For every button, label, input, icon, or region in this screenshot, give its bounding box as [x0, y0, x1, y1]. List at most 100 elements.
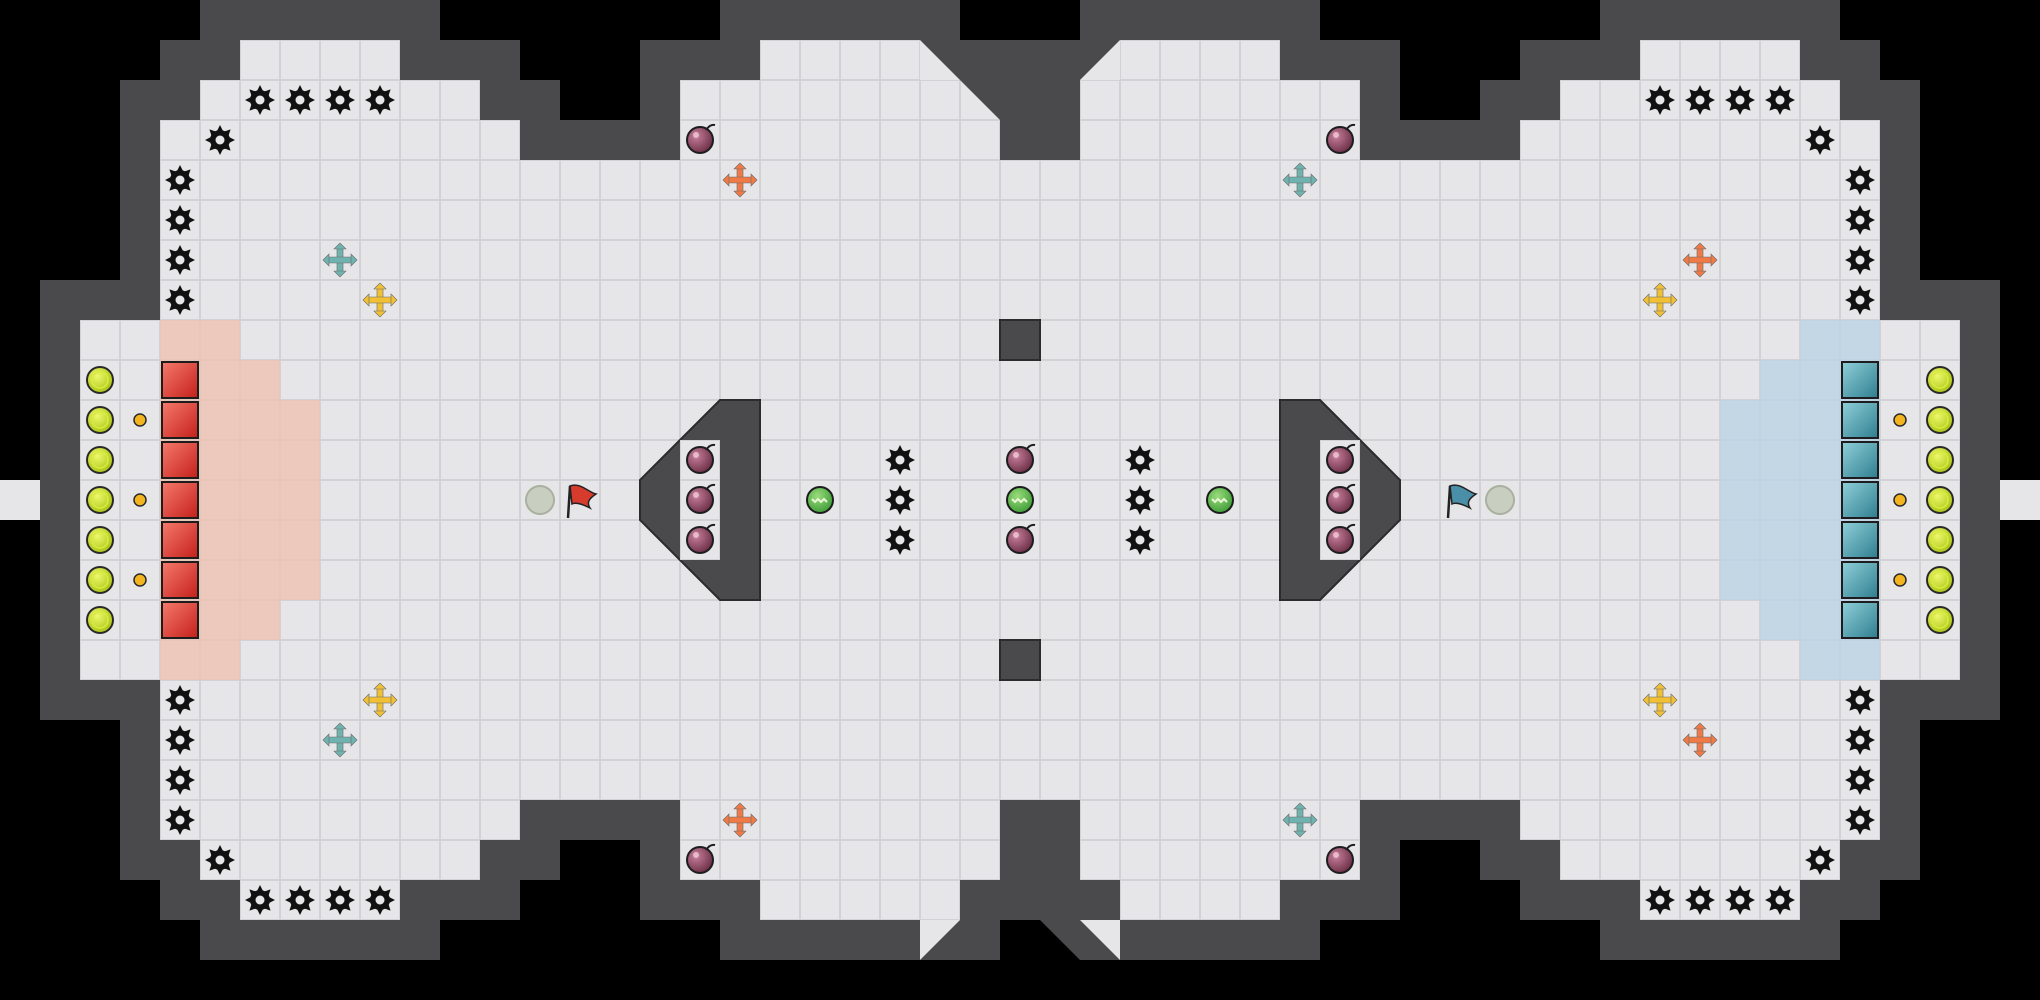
wall-tile: [120, 160, 160, 200]
floor-tile: [680, 840, 1000, 880]
wall-tile: [1800, 880, 1840, 920]
red-gate: [161, 361, 199, 399]
wall-tile: [120, 840, 160, 880]
wall-tile: [1080, 0, 1120, 40]
red-gate: [161, 401, 199, 439]
spike-icon: [1645, 885, 1675, 915]
spike-icon: [1845, 725, 1875, 755]
floor-tile: [160, 760, 1880, 800]
boost-icon: [1926, 366, 1954, 394]
wall-tile: [1960, 680, 2000, 720]
floor-tile: [80, 360, 1960, 400]
boost-icon: [86, 366, 114, 394]
spike-icon: [245, 885, 275, 915]
wall-tile: [120, 800, 160, 840]
spike-icon: [1845, 165, 1875, 195]
spike-icon: [165, 245, 195, 275]
left-entrance: [0, 480, 40, 520]
floor-tile: [760, 880, 960, 920]
portal-icon: [525, 485, 555, 515]
floor-tile: [1120, 40, 1280, 80]
wall-tile: [1800, 0, 1840, 40]
wall-tile: [1640, 920, 1680, 960]
wall-tile: [1360, 120, 1400, 160]
wall-tile: [400, 0, 440, 40]
wall-tile: [1040, 800, 1080, 840]
wall-tile: [40, 400, 80, 440]
wall-tile: [1720, 920, 1760, 960]
wall-tile: [1960, 400, 2000, 440]
wall-tile: [120, 80, 160, 120]
wall-tile: [40, 560, 80, 600]
wall-tile: [1320, 40, 1360, 80]
wall-tile: [1880, 160, 1920, 200]
floor-tile: [1080, 840, 1360, 880]
pillar-wall: [999, 639, 1041, 681]
wall-tile: [1360, 40, 1400, 80]
right-entrance: [2000, 480, 2040, 520]
wall-tile: [1960, 480, 2000, 520]
wall-tile: [840, 920, 880, 960]
small-dot-icon: [133, 573, 147, 587]
wall-tile: [520, 80, 560, 120]
wall-tile: [1800, 40, 1840, 80]
wall-tile: [800, 0, 840, 40]
wall-tile: [1520, 880, 1560, 920]
small-dot-icon: [1893, 573, 1907, 587]
wall-tile: [1600, 0, 1640, 40]
wall-tile: [1480, 800, 1520, 840]
boost-icon: [86, 566, 114, 594]
red-zone: [160, 320, 240, 360]
wall-tile: [1960, 360, 2000, 400]
wall-tile: [560, 120, 600, 160]
floor-tile: [160, 680, 1880, 720]
wall-tile: [720, 0, 760, 40]
wall-tile: [120, 120, 160, 160]
wall-tile: [1880, 680, 1920, 720]
blue-zone: [1800, 640, 1880, 680]
wall-tile: [640, 840, 680, 880]
spike-icon: [165, 165, 195, 195]
wall-tile: [480, 40, 520, 80]
wall-tile: [720, 920, 760, 960]
wall-tile: [1400, 120, 1440, 160]
wall-tile: [160, 880, 200, 920]
boost-icon: [86, 446, 114, 474]
wall-tile: [1120, 920, 1160, 960]
wall-tile: [1880, 200, 1920, 240]
wall-tile: [1480, 80, 1520, 120]
wall-tile: [1040, 120, 1080, 160]
floor-tile: [160, 800, 520, 840]
wall-tile: [1800, 920, 1840, 960]
floor-tile: [1080, 120, 1360, 160]
floor-tile: [200, 840, 480, 880]
boost-icon: [86, 486, 114, 514]
powerup-icon: [1006, 486, 1034, 514]
spike-icon: [1725, 885, 1755, 915]
wall-tile: [720, 40, 760, 80]
wall-tile: [1360, 840, 1400, 880]
wall-tile: [1160, 920, 1200, 960]
wall-tile: [400, 40, 440, 80]
spike-icon: [885, 485, 915, 515]
wall-tile: [120, 280, 160, 320]
floor-tile: [1560, 840, 1840, 880]
wall-tile: [200, 880, 240, 920]
wall-tile: [120, 720, 160, 760]
wall-tile: [1280, 880, 1320, 920]
spike-icon: [1845, 245, 1875, 275]
wall-tile: [520, 840, 560, 880]
wall-tile: [640, 40, 680, 80]
floor-tile: [80, 560, 1960, 600]
wall-tile: [880, 920, 920, 960]
wall-tile: [1640, 0, 1680, 40]
floor-tile: [240, 40, 400, 80]
wall-tile: [1520, 80, 1560, 120]
wall-tile: [720, 880, 760, 920]
wall-tile: [920, 0, 960, 40]
spike-icon: [1685, 85, 1715, 115]
boost-icon: [1926, 446, 1954, 474]
spike-icon: [285, 85, 315, 115]
floor-tile: [160, 720, 1880, 760]
